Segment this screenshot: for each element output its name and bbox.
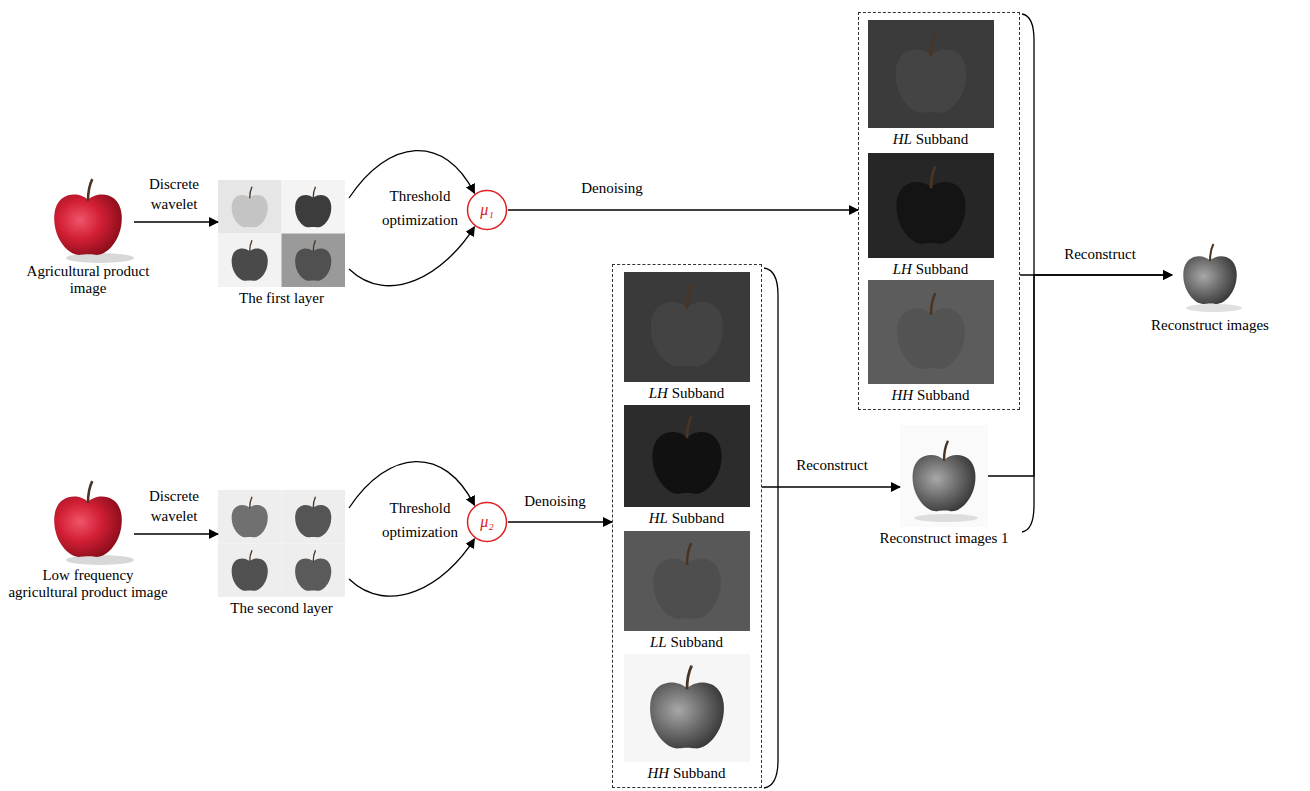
image-node: LL Subband bbox=[624, 531, 750, 631]
arrow-label: Denoising bbox=[517, 491, 593, 511]
image-node: LH Subband bbox=[868, 153, 994, 258]
dashed-group: HL Subband LH Subband HH Subband bbox=[858, 12, 1020, 410]
image-node: The second layer bbox=[218, 490, 345, 597]
apple-photo bbox=[54, 179, 134, 263]
node-caption: LH Subband bbox=[617, 385, 757, 402]
arrow-label: Reconstruct bbox=[1050, 244, 1150, 264]
arrow-label: Denoising bbox=[572, 178, 652, 198]
node-caption: Agricultural product image bbox=[8, 263, 168, 297]
step-label: Threshold optimization bbox=[374, 496, 466, 544]
image-node: HH Subband bbox=[624, 654, 750, 762]
flow-arrow bbox=[988, 275, 1172, 476]
wavelet-grid bbox=[218, 180, 345, 287]
step-label: Threshold optimization bbox=[374, 184, 466, 232]
flow-arrow bbox=[349, 227, 474, 286]
threshold-symbol: μ₁ bbox=[466, 189, 508, 231]
threshold-symbol: μ₂ bbox=[466, 501, 508, 543]
node-caption: HL Subband bbox=[861, 131, 1001, 148]
flow-arrow bbox=[349, 539, 474, 596]
image-node: Reconstruct images 1 bbox=[900, 425, 988, 527]
subband-images bbox=[868, 20, 994, 384]
threshold-circle: μ₂ bbox=[466, 501, 508, 543]
arrow-label: Discrete wavelet bbox=[134, 486, 214, 526]
wavelet-grid bbox=[218, 490, 345, 597]
arrow-label: Discrete wavelet bbox=[134, 174, 214, 214]
flow-arrow bbox=[508, 521, 612, 522]
arrow-label: Reconstruct bbox=[782, 455, 882, 475]
apple-photo bbox=[900, 425, 988, 527]
node-caption: Low frequency agricultural product image bbox=[8, 567, 168, 601]
apple-photo bbox=[54, 481, 134, 565]
image-node: HL Subband bbox=[868, 20, 994, 128]
node-caption: HH Subband bbox=[617, 765, 757, 782]
image-node: The first layer bbox=[218, 180, 345, 287]
image-node: HH Subband bbox=[868, 280, 994, 384]
image-node: Agricultural product image bbox=[42, 172, 134, 260]
node-caption: The second layer bbox=[202, 600, 362, 617]
image-node: Reconstruct images bbox=[1172, 228, 1248, 314]
node-caption: HL Subband bbox=[617, 510, 757, 527]
node-caption: LH Subband bbox=[861, 261, 1001, 278]
image-node: HL Subband bbox=[624, 405, 750, 507]
dashed-group: LH Subband HL Subband LL Subband HH Subband bbox=[612, 264, 762, 788]
image-node: LH Subband bbox=[624, 272, 750, 382]
threshold-circle: μ₁ bbox=[466, 189, 508, 231]
brace bbox=[1022, 14, 1034, 532]
flow-arrow bbox=[134, 533, 218, 534]
node-caption: Reconstruct images bbox=[1135, 317, 1285, 334]
brace bbox=[764, 268, 778, 788]
node-caption: Reconstruct images 1 bbox=[859, 530, 1029, 547]
node-caption: The first layer bbox=[202, 290, 362, 307]
node-caption: HH Subband bbox=[861, 387, 1001, 404]
flow-arrow bbox=[508, 209, 858, 210]
node-caption: LL Subband bbox=[617, 634, 757, 651]
apple-photo bbox=[1183, 244, 1242, 312]
image-node: Low frequency agricultural product image bbox=[42, 474, 134, 564]
flow-arrow bbox=[762, 486, 900, 487]
flow-arrow bbox=[134, 221, 218, 222]
